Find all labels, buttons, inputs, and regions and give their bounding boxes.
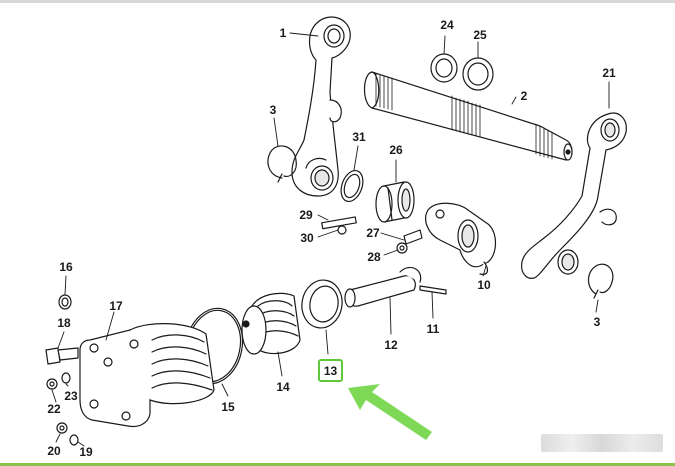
ring-31 bbox=[340, 169, 364, 203]
callout-2: 2 bbox=[520, 89, 528, 103]
pin-11 bbox=[419, 285, 447, 295]
bellows-14 bbox=[241, 292, 301, 355]
washer-25 bbox=[462, 57, 494, 91]
callout-29: 29 bbox=[299, 208, 313, 222]
arrow-pointer-icon bbox=[348, 384, 432, 440]
callout-19: 19 bbox=[79, 445, 93, 459]
callout-21: 21 bbox=[602, 66, 616, 80]
callout-30: 30 bbox=[300, 231, 314, 245]
callout-3-upper: 3 bbox=[269, 103, 277, 117]
cylinder-housing-17 bbox=[79, 323, 215, 428]
leader-lines bbox=[51, 32, 610, 447]
watermark-strip bbox=[541, 434, 663, 452]
callout-17: 17 bbox=[109, 299, 123, 313]
washer-24 bbox=[430, 53, 458, 83]
clevis-10 bbox=[425, 202, 497, 275]
callout-22: 22 bbox=[47, 402, 61, 416]
callout-31: 31 bbox=[352, 130, 366, 144]
ring-19 bbox=[69, 434, 79, 446]
callout-15: 15 bbox=[221, 400, 235, 414]
callout-16: 16 bbox=[59, 260, 73, 274]
seal-13 bbox=[301, 279, 343, 329]
callout-12: 12 bbox=[384, 338, 398, 352]
piston-rod-12 bbox=[344, 267, 422, 308]
pin-29 bbox=[321, 216, 357, 230]
top-border bbox=[0, 0, 675, 3]
callout-26: 26 bbox=[389, 143, 403, 157]
nut-30 bbox=[337, 225, 347, 235]
callout-18: 18 bbox=[57, 316, 71, 330]
ring-23 bbox=[61, 372, 71, 384]
bushing-26 bbox=[375, 181, 415, 223]
callout-27: 27 bbox=[366, 226, 380, 240]
callout-13-label: 13 bbox=[323, 363, 338, 378]
callout-14: 14 bbox=[276, 380, 290, 394]
splined-shaft-2 bbox=[363, 71, 573, 161]
snap-ring-3-right bbox=[587, 263, 614, 299]
callout-24: 24 bbox=[440, 18, 454, 32]
callout-1: 1 bbox=[279, 26, 287, 40]
lever-arm-1 bbox=[291, 16, 351, 197]
callout-10: 10 bbox=[477, 278, 491, 292]
fitting-20 bbox=[56, 422, 68, 434]
nut-28 bbox=[396, 242, 408, 254]
washer-16 bbox=[58, 294, 72, 310]
callout-20: 20 bbox=[47, 444, 61, 458]
fitting-22 bbox=[46, 378, 58, 390]
callout-25: 25 bbox=[473, 28, 487, 42]
pin-27 bbox=[403, 229, 423, 245]
callout-23: 23 bbox=[64, 389, 78, 403]
snap-ring-3-upper bbox=[267, 145, 297, 183]
bottom-border bbox=[0, 463, 675, 466]
callout-13-highlighted[interactable]: 13 bbox=[318, 359, 343, 382]
callout-3-right: 3 bbox=[593, 315, 601, 329]
lever-arm-21 bbox=[521, 112, 627, 279]
callout-28: 28 bbox=[367, 250, 381, 264]
callout-11: 11 bbox=[426, 322, 440, 336]
bolt-18 bbox=[45, 347, 79, 365]
